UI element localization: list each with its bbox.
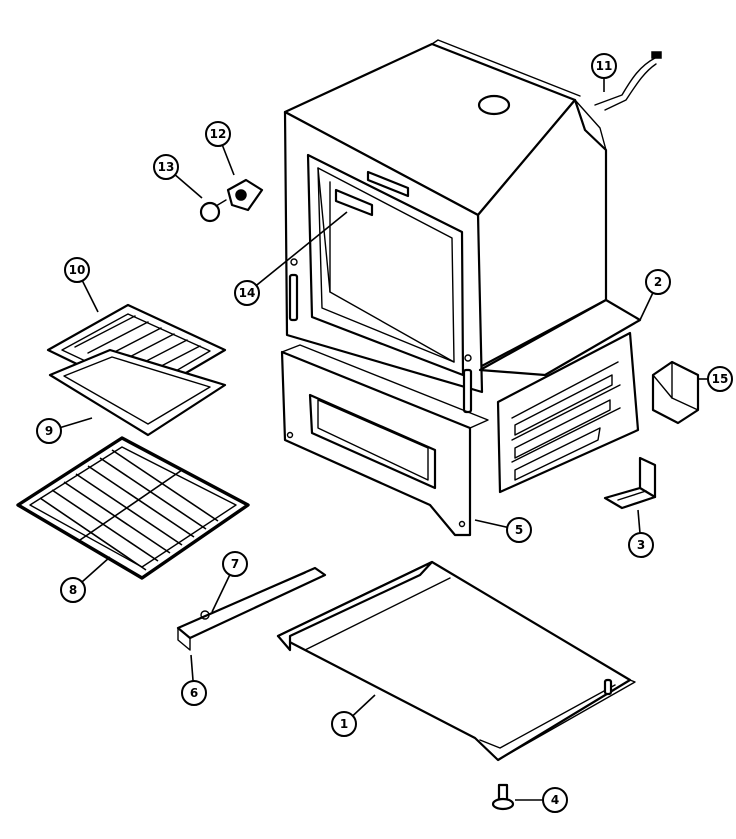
svg-text:9: 9 [45, 424, 53, 438]
broiler-pan [48, 348, 227, 437]
callout-2: 2 [645, 269, 671, 295]
callout-8: 8 [60, 577, 86, 603]
oven-rack [16, 436, 250, 580]
callout-11: 11 [591, 53, 617, 79]
callout-14: 14 [234, 280, 260, 306]
callout-5: 5 [506, 517, 532, 543]
callout-13: 13 [153, 154, 179, 180]
svg-text:1: 1 [340, 717, 348, 731]
svg-text:8: 8 [69, 583, 77, 597]
electrical-box [651, 360, 700, 425]
svg-text:7: 7 [231, 557, 239, 571]
callout-9: 9 [36, 418, 62, 444]
callout-4: 4 [542, 787, 568, 813]
svg-text:5: 5 [515, 523, 523, 537]
svg-text:3: 3 [637, 538, 645, 552]
kick-panel [280, 344, 489, 537]
leveling-leg [491, 783, 515, 811]
light-bulb [199, 199, 227, 223]
svg-text:11: 11 [596, 59, 613, 73]
callout-12: 12 [205, 121, 231, 147]
svg-text:12: 12 [210, 127, 227, 141]
callout-3: 3 [628, 532, 654, 558]
callout-15: 15 [707, 366, 733, 392]
oven-cavity [283, 39, 608, 414]
svg-text:14: 14 [239, 286, 256, 300]
callout-6: 6 [181, 680, 207, 706]
svg-text:13: 13 [158, 160, 175, 174]
callout-7: 7 [222, 551, 248, 577]
light-socket [226, 178, 264, 212]
svg-text:6: 6 [190, 686, 198, 700]
wire-harness [594, 51, 662, 111]
oven-base [478, 298, 642, 494]
svg-text:2: 2 [654, 275, 662, 289]
callout-10: 10 [64, 257, 90, 283]
side-bracket [603, 456, 657, 510]
svg-text:4: 4 [551, 793, 559, 807]
svg-text:10: 10 [69, 263, 86, 277]
callout-1: 1 [331, 711, 357, 737]
svg-text:15: 15 [712, 372, 729, 386]
drawer-rail [176, 566, 327, 651]
drawer-bottom [276, 560, 636, 762]
